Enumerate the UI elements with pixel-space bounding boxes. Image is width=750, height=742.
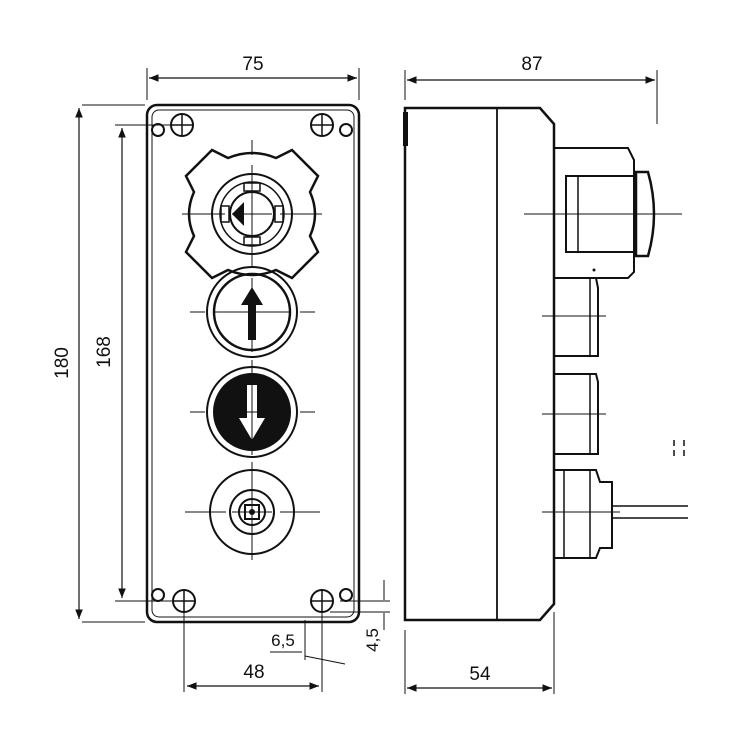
dimension-side-base: 54 [404,612,555,694]
enclosure-front [145,103,361,624]
mushroom-button-side [524,147,682,279]
dimension-label: 180 [52,347,73,379]
dimension-label: 87 [521,54,542,75]
enclosure-side [403,106,556,622]
dimension-label: 48 [243,662,264,683]
side-view: 87 54 [403,54,688,694]
screw-icon [151,113,194,137]
pushbutton-down-side [542,373,606,455]
enclosure-front-inner [151,109,355,618]
dimension-hole-spacing-vertical: 168 [94,124,172,602]
dimension-label: 54 [469,664,491,685]
pushbutton-up-side [542,277,606,357]
screw-icon [310,113,353,137]
dimension-label: 168 [94,336,115,368]
dimension-front-width: 75 [146,54,360,100]
dimension-overall-height: 180 [52,104,145,623]
center-lines [182,140,322,560]
dimension-hole-detail: 6,5 4,5 [270,580,390,665]
front-view: 75 180 168 48 6,5 4,5 [52,54,390,692]
dimension-side-depth: 87 [404,54,658,124]
key-switch-side [542,469,688,559]
dimension-label: 75 [242,54,263,75]
dimension-label: 4,5 [363,628,382,652]
dimension-label: 6,5 [271,631,295,650]
dimension-hole-spacing-horizontal: 48 [183,612,323,692]
